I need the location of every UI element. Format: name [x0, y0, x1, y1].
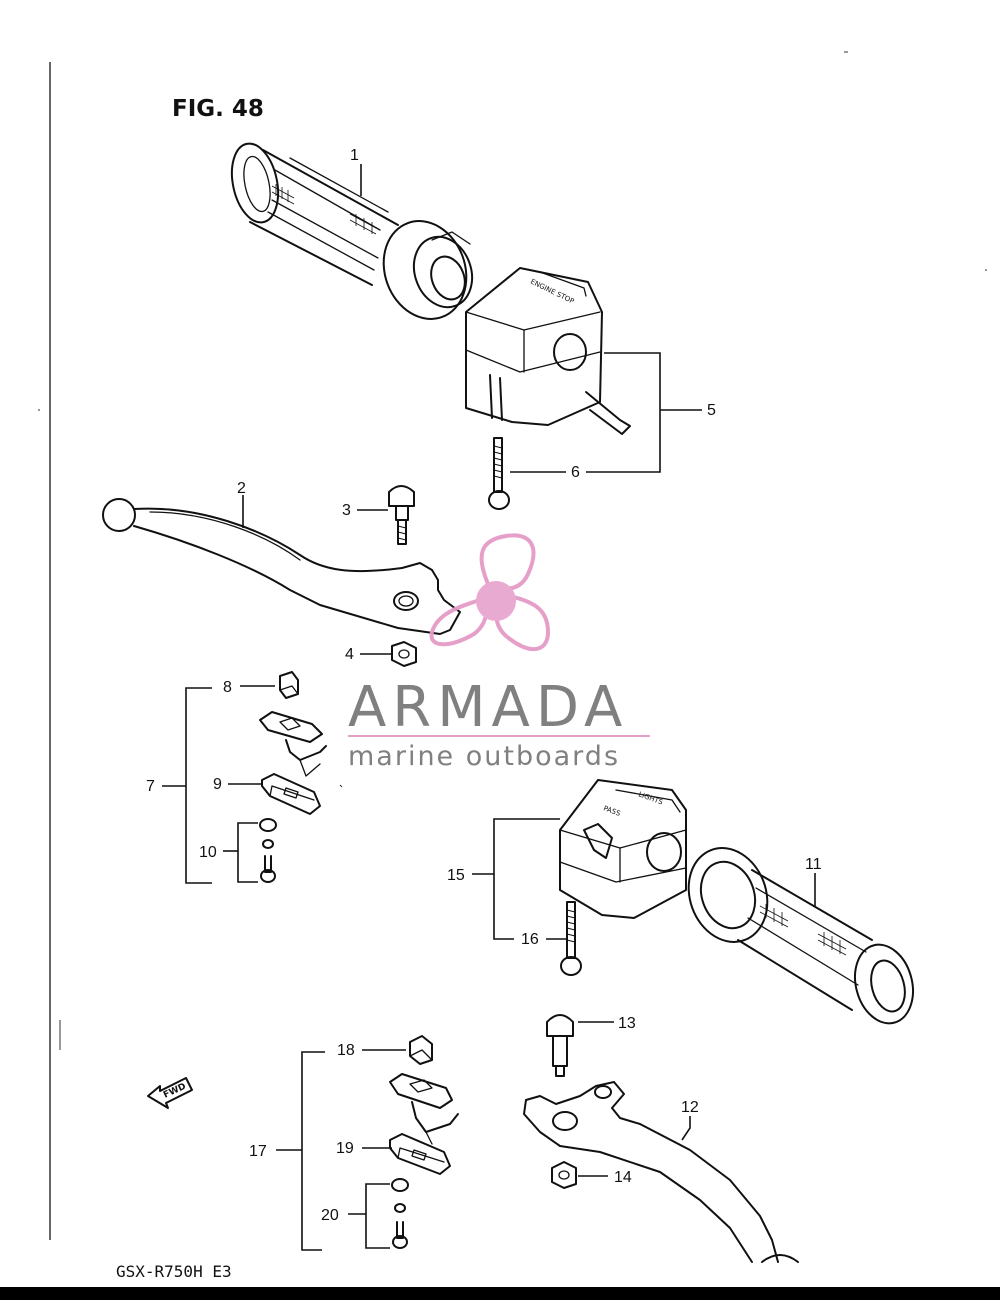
- figure-title: FIG. 48: [172, 96, 264, 122]
- callout-19: 19: [336, 1140, 354, 1157]
- callout-3: 3: [342, 502, 351, 519]
- part-14-nut: [551, 1161, 577, 1189]
- callout-numbers: 1 2 3 4 5 6 7 8 9 10 11 12 13 14 15 16 1…: [146, 147, 822, 1224]
- model-code: GSX-R750H E3: [116, 1262, 232, 1281]
- leader-lines: [162, 164, 816, 1251]
- part-4-nut: [391, 641, 417, 667]
- callout-8: 8: [223, 679, 232, 696]
- callout-9: 9: [213, 776, 222, 793]
- callout-20: 20: [321, 1207, 339, 1224]
- callout-11: 11: [805, 856, 822, 873]
- switch-plate-upper-right: [389, 1073, 459, 1145]
- callout-5: 5: [707, 402, 716, 419]
- part-16-screw: [560, 901, 582, 976]
- scan-bottom-bar: [0, 1287, 1000, 1300]
- part-5-left-switch-housing: ENGINE STOP: [465, 267, 631, 435]
- part-18-switch-plug: [409, 1035, 433, 1065]
- part-3-pivot-bolt: [388, 485, 415, 545]
- callout-2: 2: [237, 480, 246, 497]
- part-6-screw: [488, 437, 510, 510]
- part-15-right-switch-housing: PASS LIGHTS: [559, 779, 687, 919]
- callout-16: 16: [521, 931, 539, 948]
- watermark: ARMADA marine outboards: [348, 533, 650, 772]
- part-20-screw-washer: [391, 1178, 409, 1249]
- part-10-screw-washer: [259, 818, 277, 883]
- callout-15: 15: [447, 867, 465, 884]
- switch-plate-upper: [259, 711, 327, 777]
- callout-1: 1: [350, 147, 359, 164]
- callout-13: 13: [618, 1015, 636, 1032]
- part-9-switch-block: [261, 773, 321, 815]
- callout-6: 6: [571, 464, 580, 481]
- callout-18: 18: [337, 1042, 355, 1059]
- fwd-arrow-icon: FWD: [147, 1077, 193, 1109]
- lights-label: LIGHTS: [637, 790, 664, 806]
- callout-12: 12: [681, 1099, 699, 1116]
- scan-margin-marks: [38, 51, 987, 1240]
- propeller-logo: [429, 533, 551, 652]
- callout-4: 4: [345, 646, 354, 663]
- part-11-right-grip: [687, 847, 914, 1025]
- callout-14: 14: [614, 1169, 632, 1186]
- part-19-switch-block: [389, 1133, 451, 1175]
- part-8-switch-plug: [279, 671, 299, 699]
- watermark-brand: ARMADA: [348, 675, 628, 740]
- part-1-left-grip: [230, 142, 474, 320]
- pass-label: PASS: [602, 804, 622, 818]
- callout-17: 17: [249, 1143, 267, 1160]
- callout-10: 10: [199, 844, 217, 861]
- callout-7: 7: [146, 778, 155, 795]
- watermark-tagline: marine outboards: [348, 741, 620, 772]
- part-12-lever: [523, 1081, 799, 1263]
- part-13-pivot-bolt: [546, 1014, 574, 1077]
